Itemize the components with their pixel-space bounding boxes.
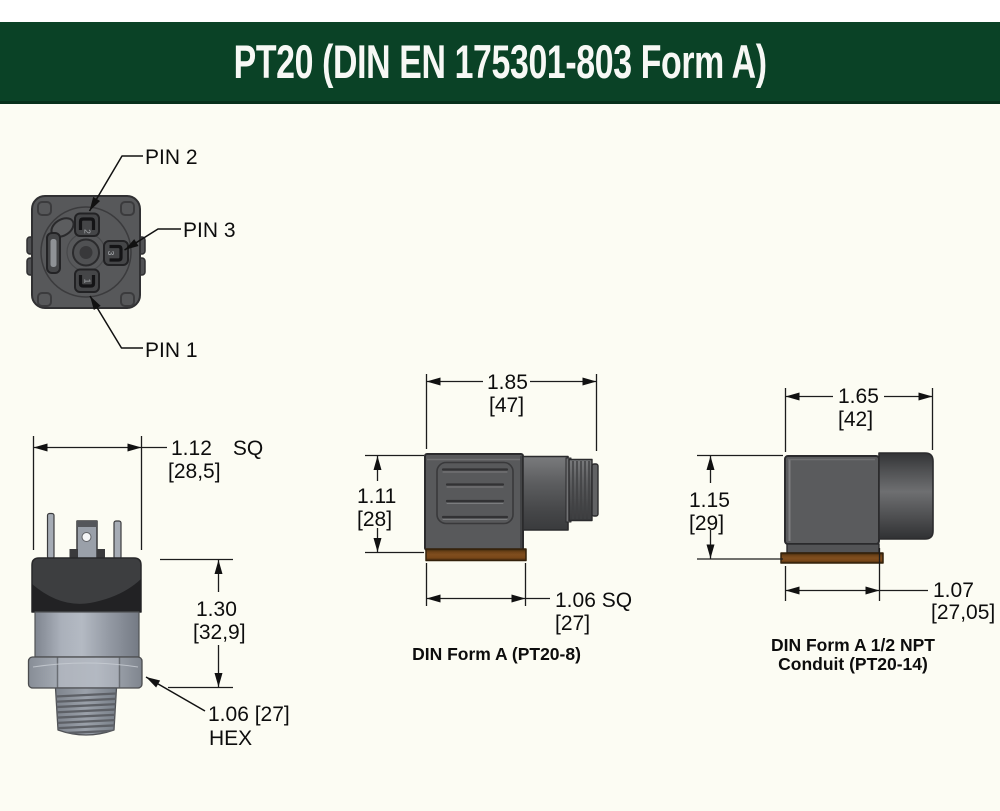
pin3-slot: 3 [103, 240, 129, 266]
screw-hole [120, 292, 135, 307]
din-a-width-metric: [47] [489, 394, 525, 417]
hex-suffix: HEX [209, 727, 253, 750]
din-a-panel [436, 461, 514, 525]
din-a-height-dim: 1.11 [357, 485, 397, 508]
conduit-caption-line2: Conduit (PT20-14) [778, 654, 928, 674]
pin2-slot: 2 [74, 212, 100, 237]
conduit-height-metric: [29] [689, 512, 725, 535]
conduit-base-metric: [27,05] [931, 601, 996, 624]
pin1-leader [89, 295, 143, 349]
pin2-number: 2 [83, 229, 93, 234]
pin2-leader [88, 155, 143, 212]
dim-value: 1.12 [171, 437, 212, 460]
din-a-base-metric: [27] [555, 612, 591, 635]
gland-end-cap [591, 463, 599, 517]
cable-gland [522, 455, 569, 531]
conduit-caption-line1: DIN Form A 1/2 NPT [770, 635, 935, 655]
pin1-label: PIN 1 [145, 339, 198, 362]
pin3-label: PIN 3 [183, 219, 236, 242]
page-title: PT20 (DIN EN 175301-803 Form A) [233, 35, 767, 88]
transducer-drawing [27, 436, 233, 736]
din-a-base-dim: 1.06 SQ [555, 589, 633, 612]
pin1-number: 1 [83, 279, 93, 284]
conduit-width-dim: 1.65 [838, 385, 879, 408]
transducer-height-metric: [32,9] [193, 621, 246, 644]
right-pin [113, 520, 122, 560]
pin2-label: PIN 2 [145, 146, 198, 169]
din-a-height-metric: [28] [357, 508, 393, 531]
transducer-body [34, 611, 140, 658]
conduit-skirt [786, 543, 880, 554]
din-a-caption: DIN Form A (PT20-8) [412, 644, 581, 664]
pin3-number: 3 [106, 251, 116, 256]
conduit-width-metric: [42] [838, 408, 874, 431]
connector-face-drawing: 2 3 1 [26, 155, 181, 349]
screw-hole [37, 201, 52, 216]
conduit-height-dim: 1.15 [689, 489, 730, 512]
center-pin-hole [81, 532, 92, 542]
conduit-body [784, 455, 880, 545]
dim-suffix: SQ [232, 437, 264, 460]
conduit-caption: DIN Form A 1/2 NPT Conduit (PT20-14) [740, 636, 966, 674]
screw-hole [37, 292, 52, 307]
conduit-gasket [780, 552, 884, 564]
top-white-strip [0, 0, 1000, 22]
transducer-width-metric: [28,5] [168, 460, 221, 483]
pin1-slot: 1 [74, 268, 100, 293]
left-pin [46, 512, 55, 560]
conduit-base-dim: 1.07 [933, 579, 974, 602]
hex-leader [145, 676, 206, 712]
din-form-a-drawing [365, 374, 599, 606]
transducer-width-dim: 1.12 SQ [171, 437, 264, 460]
conduit-drawing [697, 388, 934, 601]
din-a-gasket [425, 548, 527, 562]
pin3-leader [124, 228, 181, 251]
transducer-height-dim: 1.30 [196, 598, 237, 621]
screw-hole [120, 201, 135, 216]
title-banner: PT20 (DIN EN 175301-803 Form A) [0, 22, 1000, 104]
conduit-hub [878, 452, 934, 540]
din-a-width-dim: 1.85 [487, 371, 528, 394]
hex-dim: 1.06 [27] [208, 703, 290, 726]
